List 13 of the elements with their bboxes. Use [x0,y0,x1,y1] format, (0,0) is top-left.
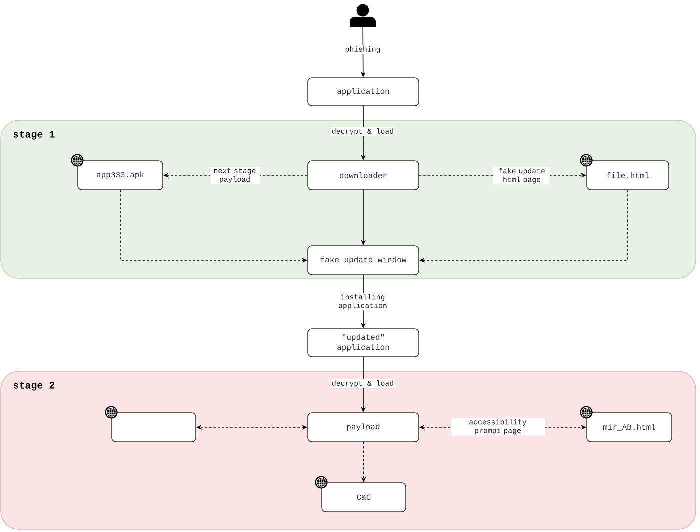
person-icon [350,4,376,27]
process-box: "updated" application [308,328,420,358]
process-box: mir_AB.html [586,412,672,442]
process-box: downloader [308,160,420,190]
stage-heading: stage 2 [14,382,55,391]
process-box: app333.apk [78,160,164,190]
empty-box [112,412,196,442]
stage-heading: stage 1 [14,131,55,140]
process-box: fake update window [308,246,420,276]
process-box: file.html [586,160,670,190]
process-box: application [308,78,420,106]
process-box: C&C [322,482,406,512]
process-box: payload [308,412,420,442]
